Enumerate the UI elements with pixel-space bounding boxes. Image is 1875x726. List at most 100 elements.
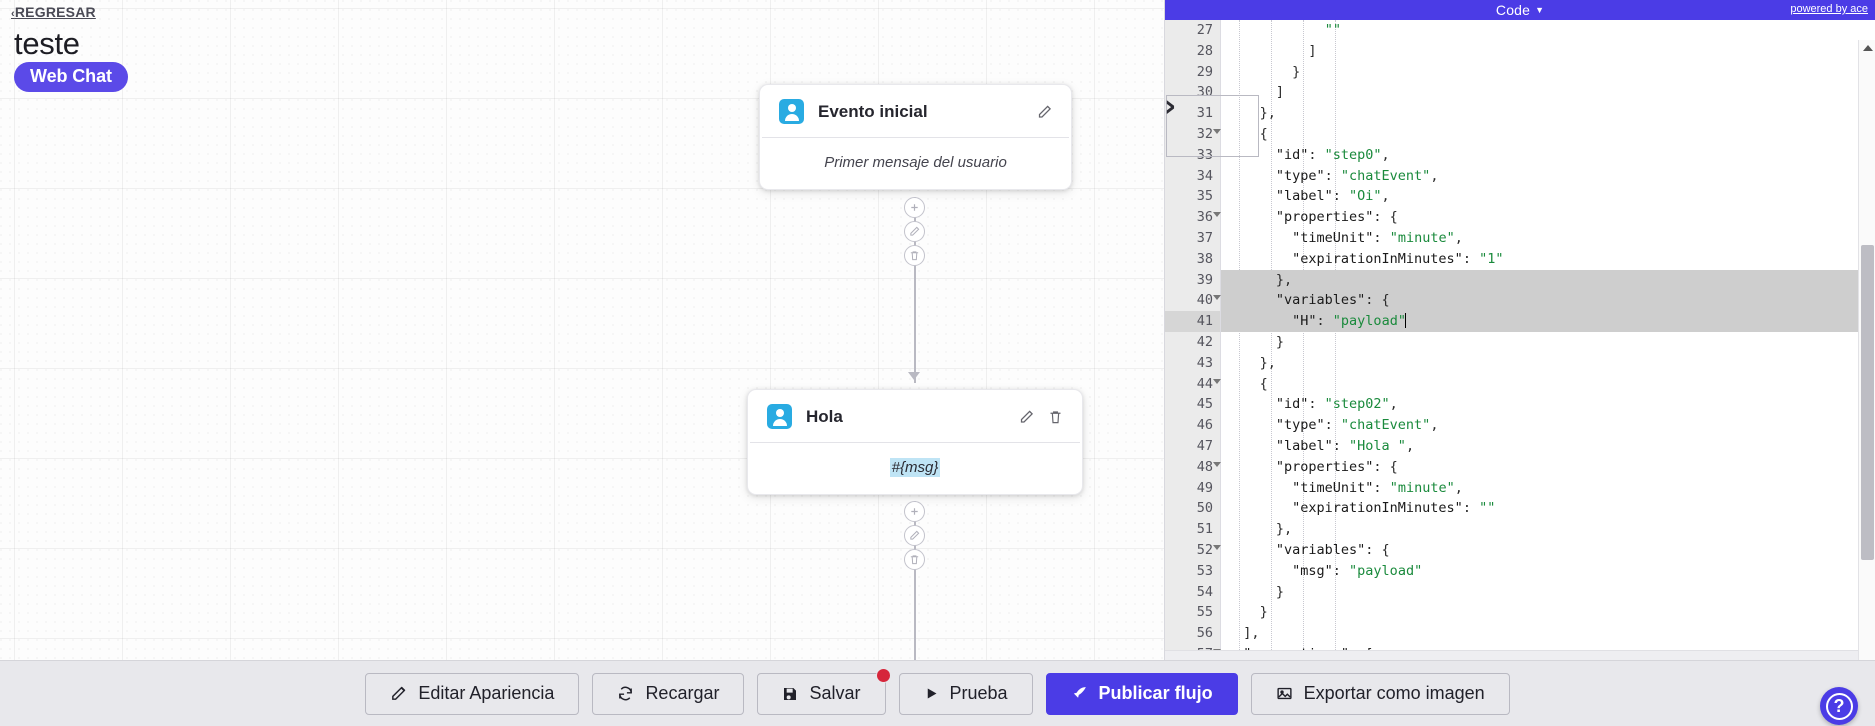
code-line[interactable]: }	[1275, 333, 1284, 350]
line-number[interactable]: 42	[1196, 333, 1213, 350]
pencil-icon[interactable]	[904, 525, 925, 546]
code-line[interactable]: "properties": {	[1275, 458, 1398, 475]
line-number[interactable]: 40	[1165, 290, 1221, 311]
flow-node-hola[interactable]: Hola #{msg}	[747, 389, 1083, 495]
line-number[interactable]: 37	[1196, 229, 1213, 246]
code-line[interactable]: "variables": {	[1221, 290, 1875, 312]
pencil-icon[interactable]	[1037, 104, 1052, 120]
fold-toggle-icon[interactable]	[1213, 128, 1221, 134]
back-link[interactable]: ‹REGRESAR	[11, 4, 96, 20]
code-line[interactable]: },	[1259, 354, 1276, 371]
fold-toggle-icon[interactable]	[1213, 378, 1221, 384]
code-line[interactable]: },	[1221, 269, 1875, 291]
code-line[interactable]: "type": "chatEvent",	[1275, 167, 1439, 184]
editor-vertical-scrollbar[interactable]	[1858, 40, 1875, 660]
line-number[interactable]: 45	[1196, 396, 1213, 413]
toolbar-button-publicar-flujo[interactable]: Publicar flujo	[1045, 672, 1238, 715]
code-line[interactable]: ],	[1243, 625, 1260, 642]
toolbar-button-salvar[interactable]: Salvar	[757, 667, 891, 715]
line-number[interactable]: 47	[1196, 437, 1213, 454]
trash-icon[interactable]	[904, 245, 925, 266]
line-number[interactable]: 49	[1196, 479, 1213, 496]
line-number[interactable]: 27	[1196, 22, 1213, 38]
pencil-icon[interactable]	[904, 221, 925, 242]
powered-by-link[interactable]: powered by ace	[1790, 3, 1868, 15]
fold-toggle-icon[interactable]	[1213, 461, 1221, 467]
code-line[interactable]: "label": "Hola ",	[1275, 437, 1415, 454]
line-number[interactable]: 48	[1165, 457, 1221, 478]
user-avatar-icon	[767, 404, 792, 429]
code-line[interactable]: "variables": {	[1275, 541, 1390, 558]
code-line[interactable]: {	[1259, 375, 1268, 392]
line-number[interactable]: 33	[1196, 146, 1213, 163]
flow-canvas[interactable]: ‹REGRESAR teste Web Chat Evento inicial …	[0, 0, 1164, 660]
code-line[interactable]: "type": "chatEvent",	[1275, 417, 1439, 434]
scrollbar-thumb[interactable]	[1861, 245, 1874, 560]
pencil-icon[interactable]	[1019, 409, 1034, 425]
code-line[interactable]: },	[1275, 521, 1293, 538]
toolbar-button-exportar-como-imagen[interactable]: Exportar como imagen	[1250, 672, 1510, 715]
plus-icon[interactable]	[904, 501, 925, 522]
line-number[interactable]: 51	[1196, 521, 1213, 538]
chevron-down-icon[interactable]: ▼	[1535, 5, 1545, 15]
code-line[interactable]: ]	[1308, 42, 1317, 59]
code-line[interactable]: "msg": "payload"	[1292, 562, 1423, 579]
line-number[interactable]: 35	[1196, 188, 1213, 205]
code-line[interactable]: "id": "step02",	[1275, 396, 1398, 413]
code-line[interactable]: }	[1275, 583, 1284, 600]
line-number[interactable]: 50	[1196, 500, 1213, 517]
code-line[interactable]: },	[1259, 105, 1276, 122]
code-line[interactable]: "timeUnit": "minute",	[1292, 479, 1463, 496]
toolbar-button-editar-apariencia[interactable]: Editar Apariencia	[365, 672, 580, 715]
flow-node-initial-event[interactable]: Evento inicial Primer mensaje del usuari…	[759, 84, 1072, 190]
trash-icon[interactable]	[904, 549, 925, 570]
toolbar-button-recargar[interactable]: Recargar	[592, 672, 745, 715]
line-number[interactable]: 41	[1165, 311, 1220, 332]
code-line[interactable]: "properties": {	[1275, 209, 1398, 226]
scroll-up-arrow-icon[interactable]	[1863, 45, 1873, 51]
line-number[interactable]: 52	[1165, 540, 1221, 561]
code-line[interactable]: }	[1292, 63, 1301, 80]
line-number[interactable]: 34	[1196, 167, 1213, 184]
line-number[interactable]: 30	[1196, 84, 1213, 101]
code-text-area[interactable]: "" ] } ] }, { "id": "step0", "type": "ch…	[1221, 20, 1875, 660]
line-number[interactable]: 29	[1196, 63, 1213, 80]
line-number[interactable]: 31	[1196, 105, 1213, 122]
fold-toggle-icon[interactable]	[1213, 295, 1221, 301]
code-line[interactable]: "expirationInMinutes": ""	[1292, 500, 1496, 517]
code-line[interactable]: {	[1259, 125, 1268, 142]
line-number[interactable]: 56	[1196, 625, 1213, 642]
fold-toggle-icon[interactable]	[1213, 212, 1221, 218]
toolbar-button-prueba[interactable]: Prueba	[898, 672, 1033, 715]
fold-toggle-icon[interactable]	[1213, 544, 1221, 550]
help-button[interactable]: ?	[1820, 687, 1858, 725]
line-number[interactable]: 36	[1165, 207, 1221, 228]
fold-chevron-icon[interactable]: ›	[1164, 89, 1177, 124]
line-number[interactable]: 54	[1196, 583, 1213, 600]
line-number[interactable]: 55	[1196, 604, 1213, 621]
code-line[interactable]: "H": "payload"	[1221, 311, 1875, 332]
code-line[interactable]: ""	[1324, 22, 1341, 38]
code-line[interactable]: "label": "Oi",	[1275, 188, 1390, 205]
trash-icon[interactable]	[1048, 409, 1063, 425]
line-number[interactable]: 28	[1196, 42, 1213, 59]
code-line[interactable]: }	[1259, 604, 1268, 621]
editor-horizontal-scrollbar[interactable]	[1165, 650, 1858, 660]
line-number[interactable]: 32	[1165, 124, 1221, 145]
line-number[interactable]: 38	[1196, 250, 1213, 267]
plus-icon[interactable]	[904, 197, 925, 218]
line-number[interactable]: 53	[1196, 562, 1213, 579]
line-number[interactable]: 46	[1196, 417, 1213, 434]
code-line[interactable]: "expirationInMinutes": "1"	[1292, 250, 1504, 267]
code-line[interactable]: ]	[1275, 84, 1284, 101]
line-number[interactable]: 39	[1196, 271, 1213, 288]
connector-actions-2[interactable]	[904, 501, 925, 570]
line-number[interactable]: 43	[1196, 354, 1213, 371]
code-line[interactable]: "timeUnit": "minute",	[1292, 229, 1463, 246]
code-line[interactable]: "id": "step0",	[1275, 146, 1390, 163]
connector-actions-1[interactable]	[904, 197, 925, 266]
line-number[interactable]: 44	[1165, 374, 1221, 395]
